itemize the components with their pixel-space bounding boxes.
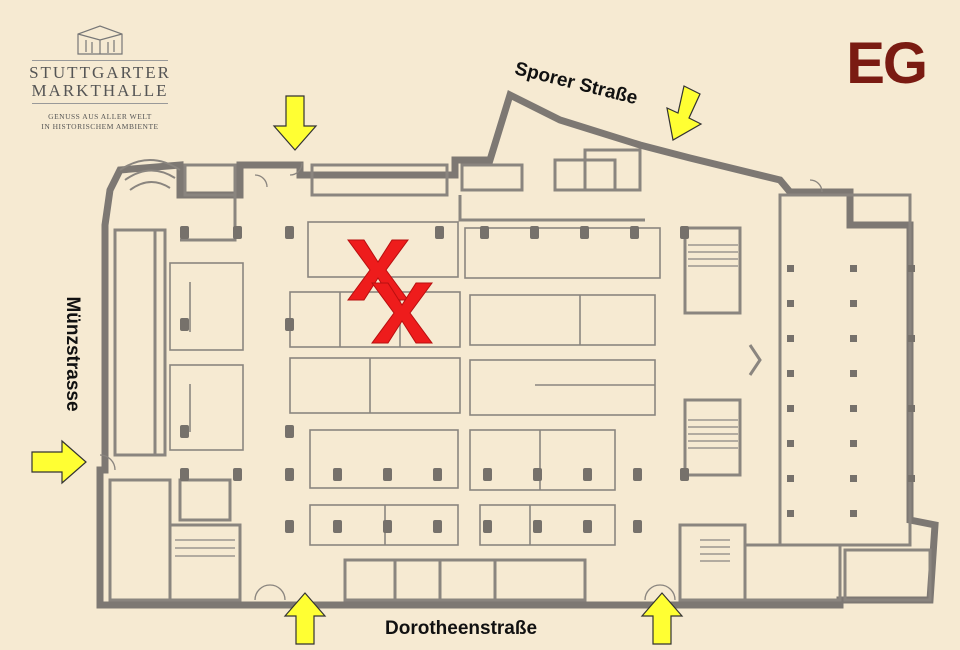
highlight-x-icon xyxy=(371,282,433,344)
entrance-arrow-icon xyxy=(283,592,327,645)
outer-walls xyxy=(96,90,939,609)
logo-rule xyxy=(32,103,168,104)
stairs xyxy=(175,244,738,562)
corner-stair xyxy=(119,159,181,191)
logo-rule xyxy=(32,60,168,61)
columns xyxy=(180,226,915,533)
logo-line-2: MARKTHALLE xyxy=(31,81,169,100)
entrance-arrow-icon xyxy=(666,85,703,141)
doors xyxy=(99,162,823,601)
floor-label: EG xyxy=(846,31,928,96)
market-hall-building-icon xyxy=(77,25,123,55)
logo-tagline-1: GENUSS AUS ALLER WELT xyxy=(48,112,152,121)
logo-tagline-2: IN HISTORISCHEM AMBIENTE xyxy=(41,122,159,131)
entrance-arrow-icon xyxy=(31,439,87,485)
entrance-arrow-icon xyxy=(272,95,318,151)
street-label-bottom: Dorotheenstraße xyxy=(385,618,538,639)
entrance-arrow-icon xyxy=(640,592,684,645)
street-label-left: Münzstrasse xyxy=(62,296,83,412)
logo: STUTTGARTER MARKTHALLE GENUSS AUS ALLER … xyxy=(20,22,180,132)
logo-line-1: STUTTGARTER xyxy=(29,63,171,82)
interior-walls xyxy=(108,148,932,602)
market-stalls xyxy=(169,221,661,546)
